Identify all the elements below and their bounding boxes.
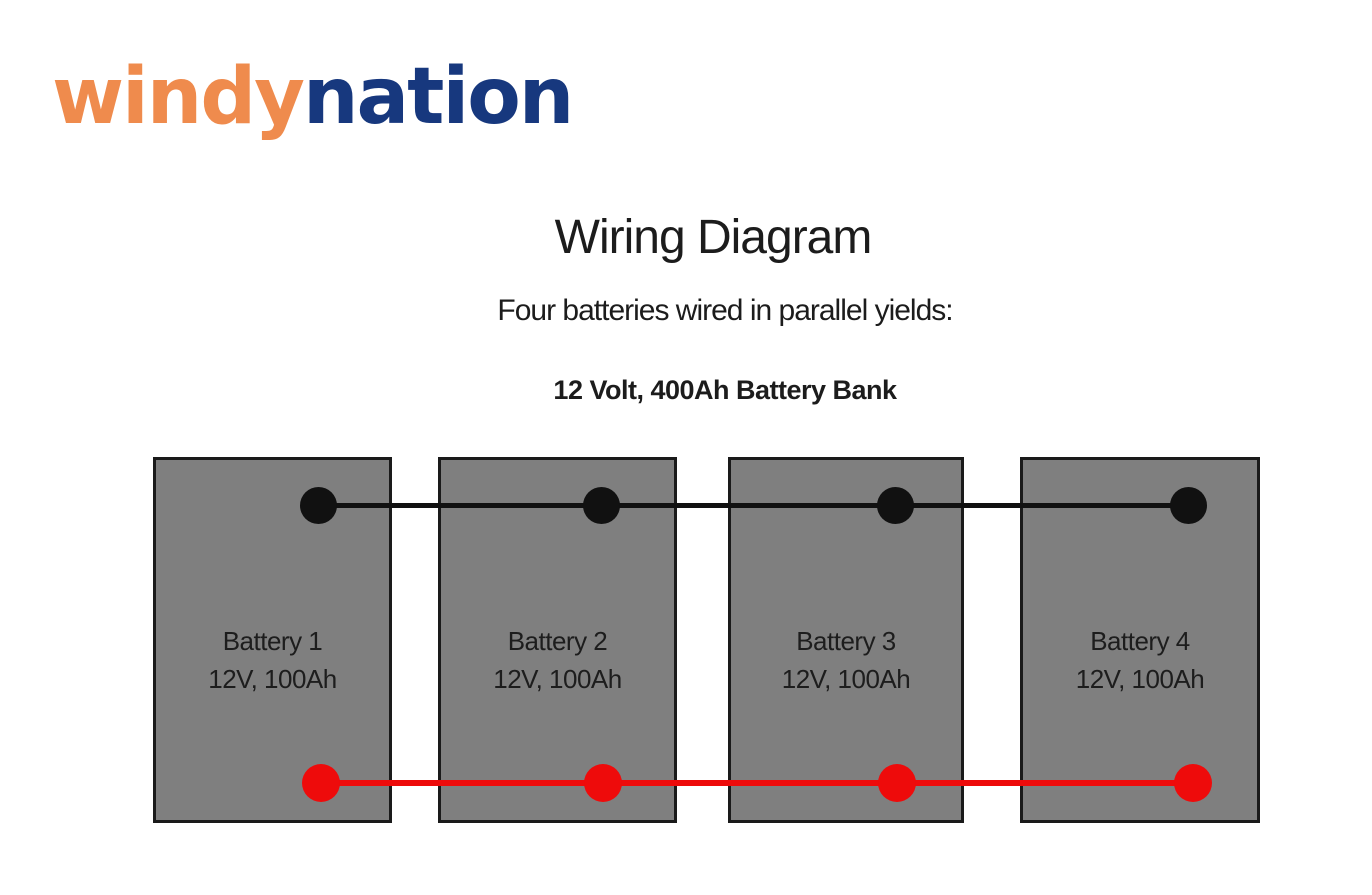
battery-label: Battery 2 12V, 100Ah <box>441 622 674 698</box>
battery-4-red-terminal-icon <box>1174 764 1212 802</box>
subtitle: Four batteries wired in parallel yields: <box>497 294 953 327</box>
battery-name: Battery 4 <box>1090 626 1190 656</box>
battery-1-black-terminal-icon <box>300 487 337 524</box>
battery-label: Battery 3 12V, 100Ah <box>731 622 961 698</box>
battery-2-red-terminal-icon <box>584 764 622 802</box>
black-bus-wire <box>318 503 1188 508</box>
battery-name: Battery 2 <box>507 626 608 656</box>
brand-logo: windynation <box>52 58 574 136</box>
battery-label: Battery 4 12V, 100Ah <box>1023 622 1257 698</box>
battery-2: Battery 2 12V, 100Ah <box>438 457 677 823</box>
red-bus-wire <box>321 780 1193 786</box>
battery-1-red-terminal-icon <box>302 764 340 802</box>
battery-2-black-terminal-icon <box>583 487 620 524</box>
battery-1: Battery 1 12V, 100Ah <box>153 457 392 823</box>
battery-3-black-terminal-icon <box>877 487 914 524</box>
battery-bank-summary: 12 Volt, 400Ah Battery Bank <box>553 375 897 405</box>
page-title: Wiring Diagram <box>554 211 873 264</box>
battery-spec: 12V, 100Ah <box>493 664 622 694</box>
battery-label: Battery 1 12V, 100Ah <box>156 622 389 698</box>
battery-name: Battery 3 <box>796 626 896 656</box>
battery-spec: 12V, 100Ah <box>1075 664 1205 694</box>
battery-3-red-terminal-icon <box>878 764 916 802</box>
battery-3: Battery 3 12V, 100Ah <box>728 457 964 823</box>
battery-name: Battery 1 <box>222 626 323 656</box>
logo-windy: windy <box>52 52 305 142</box>
battery-4: Battery 4 12V, 100Ah <box>1020 457 1260 823</box>
battery-4-black-terminal-icon <box>1170 487 1207 524</box>
battery-spec: 12V, 100Ah <box>208 664 337 694</box>
battery-spec: 12V, 100Ah <box>781 664 911 694</box>
logo-nation: nation <box>303 52 574 142</box>
